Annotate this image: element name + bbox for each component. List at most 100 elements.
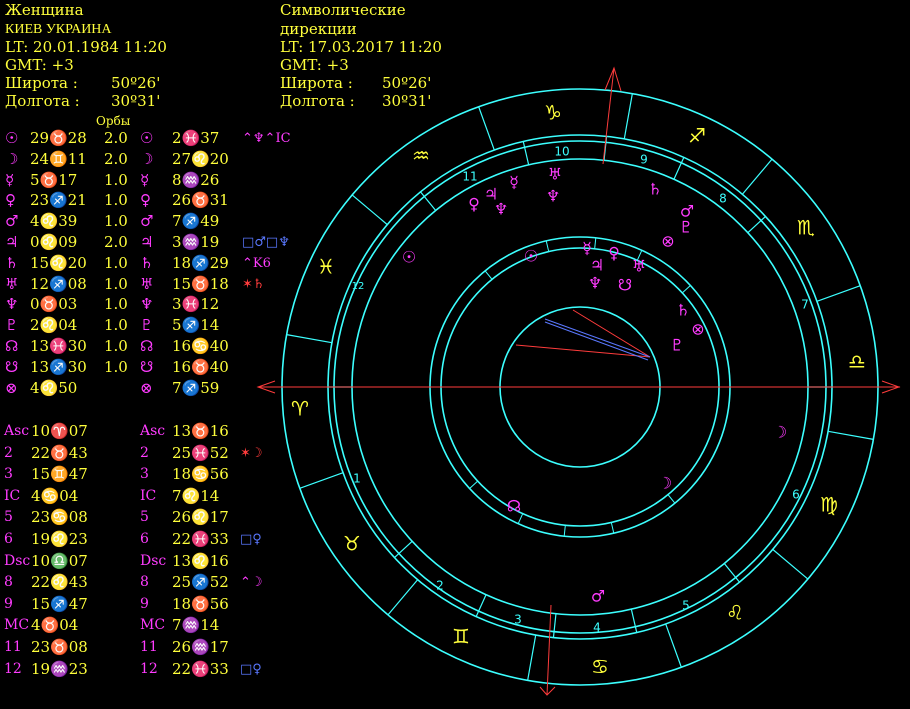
- directions-title-line1: Символические: [280, 1, 406, 19]
- planet-glyph: ♇: [5, 316, 19, 335]
- planet-natal-position: 15♌20: [30, 253, 87, 272]
- house-directed-cusp: 7♌14: [172, 486, 220, 505]
- planet-glyph: ♄: [5, 253, 19, 272]
- sign-divider: [816, 285, 861, 302]
- house-natal-cusp: 4♋04: [31, 486, 79, 505]
- zodiac-sign-glyph: ♎: [848, 350, 866, 374]
- planet-natal-position: 4♌39: [30, 212, 78, 231]
- directed-planet-glyph: ♇: [679, 218, 693, 237]
- sign-divider: [741, 158, 773, 195]
- planet-natal-position: 29♉28: [30, 129, 87, 147]
- planet-glyph: ☋: [5, 357, 19, 376]
- zodiac-sign-glyph: ♒: [412, 144, 430, 168]
- house-natal-cusp: 10♎07: [31, 551, 88, 570]
- planet-dir-glyph: ☉: [140, 129, 154, 147]
- planet-directed-position: 5♐14: [172, 316, 220, 335]
- house-number: 10: [554, 145, 569, 159]
- house-cusp-line: [475, 594, 487, 617]
- zodiac-sign-glyph: ♍: [820, 493, 838, 517]
- planet-directed-position: 27♌20: [172, 149, 229, 168]
- house-label: 8: [4, 574, 13, 591]
- planet-glyph: ♆: [5, 295, 19, 314]
- planet-natal-position: 13♓30: [30, 337, 87, 355]
- house-label: Dsc: [4, 552, 31, 569]
- house-number: 12: [352, 281, 365, 292]
- directed-planet-glyph: ♅: [548, 165, 562, 184]
- sign-divider: [527, 634, 537, 681]
- house-cusp-line: [522, 141, 530, 165]
- zodiac-sign-glyph: ♋: [591, 655, 609, 679]
- house-natal-cusp: 22♉43: [31, 443, 88, 462]
- directed-planet-glyph: ♃: [484, 185, 498, 204]
- house-cusp-tick: [517, 513, 524, 524]
- house-dir-label: 11: [140, 639, 158, 655]
- house-dir-label: MC: [140, 617, 166, 634]
- sign-divider: [623, 93, 633, 140]
- house-directed-cusp: 18♉56: [172, 594, 229, 613]
- orbs-header: Орбы: [96, 114, 131, 128]
- zodiac-sign-glyph: ♏: [797, 216, 815, 240]
- planet-natal-position: 2♌04: [30, 316, 78, 335]
- planet-dir-glyph: ♀: [140, 191, 151, 210]
- planet-directed-position: 15♉18: [172, 274, 229, 293]
- planet-glyph: ☊: [5, 337, 19, 355]
- planet-orb: 1.0: [104, 253, 128, 272]
- planet-dir-glyph: ⊗: [140, 378, 153, 397]
- house-cusp-tick: [610, 522, 615, 534]
- house-number: 9: [640, 153, 648, 167]
- house-dir-label: 5: [140, 509, 149, 526]
- house-dir-label: 12: [140, 660, 158, 677]
- planet-aspect: ✶♄: [242, 276, 265, 292]
- house-dir-label: Asc: [140, 423, 166, 439]
- planet-natal-position: 5♉17: [30, 170, 78, 189]
- house-number: 1: [353, 472, 361, 486]
- natal-planet-glyph: ♄: [676, 301, 690, 320]
- planet-natal-position: 0♉03: [30, 295, 78, 314]
- ic-axis: [546, 604, 552, 696]
- planet-dir-glyph: ☊: [140, 337, 154, 355]
- planet-glyph: ♃: [5, 233, 19, 251]
- zodiac-sign-glyph: ♓: [317, 255, 335, 279]
- house-directed-cusp: 26♌17: [172, 508, 229, 527]
- house-cusp-line: [723, 563, 740, 583]
- house-natal-cusp: 10♈07: [31, 422, 88, 440]
- planet-orb: 2.0: [104, 233, 128, 251]
- planet-directed-position: 16♋40: [172, 337, 229, 355]
- directed-planet-glyph: ⊗: [661, 232, 674, 251]
- planet-glyph: ☿: [5, 170, 15, 189]
- planet-glyph: ♅: [5, 274, 19, 293]
- house-directed-cusp: 22♓33: [172, 659, 229, 678]
- planet-natal-position: 0♌09: [30, 233, 78, 251]
- sign-divider: [665, 623, 682, 668]
- house-cusp-line: [630, 609, 638, 633]
- mc-axis: [602, 67, 615, 165]
- house-number: 2: [436, 579, 444, 593]
- planet-glyph: ♀: [5, 191, 16, 210]
- planet-dir-glyph: ☿: [140, 170, 150, 189]
- planet-orb: 1.0: [104, 212, 128, 231]
- natal-planet-glyph: ♀: [608, 244, 620, 263]
- aspect-line: [544, 321, 649, 361]
- planet-aspect: □♂□♆: [242, 235, 290, 250]
- house-cusp-tick: [636, 250, 643, 261]
- house-cusp-tick: [594, 237, 597, 249]
- house-cusp-line: [747, 215, 766, 234]
- planet-orb: 1.0: [104, 357, 128, 376]
- natal-local-time: LT: 20.01.1984 11:20: [5, 38, 167, 56]
- planet-dir-glyph: ☋: [140, 357, 154, 376]
- planet-directed-position: 26♉31: [172, 191, 229, 210]
- planet-dir-glyph: ♇: [140, 316, 154, 335]
- planet-dir-glyph: ☽: [140, 149, 154, 168]
- planet-glyph: ☽: [5, 149, 19, 168]
